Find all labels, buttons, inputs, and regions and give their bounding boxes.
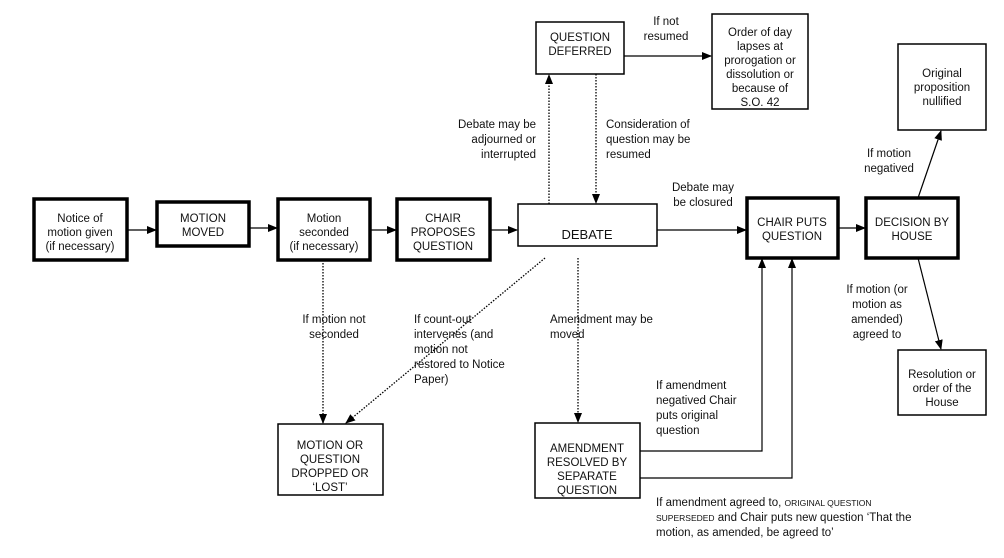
arrow-decision-to-resolution: [917, 257, 943, 350]
box-text: MOTION: [180, 213, 226, 225]
box-text: Motion: [307, 213, 342, 225]
box-text: QUESTION: [762, 231, 822, 243]
box-text: prorogation or: [724, 55, 796, 67]
box-chair-proposes: CHAIR PROPOSES QUESTION: [395, 197, 492, 262]
box-text: dissolution or: [726, 69, 794, 81]
box-motion-dropped: MOTION OR QUESTION DROPPED OR ‘LOST’: [277, 423, 384, 496]
box-text: order of the: [913, 383, 972, 395]
box-text: QUESTION: [550, 32, 610, 44]
box-text: SEPARATE: [557, 471, 617, 483]
box-question-deferred: QUESTION DEFERRED: [535, 21, 625, 75]
box-debate: DEBATE: [517, 203, 658, 247]
box-text: CHAIR PUTS: [757, 217, 827, 229]
box-text: RESOLVED BY: [547, 457, 628, 469]
box-text: MOVED: [182, 227, 224, 239]
box-text: DEFERRED: [548, 46, 611, 58]
box-motion-seconded: Motion seconded (if necessary): [276, 197, 372, 262]
arrow-debate-to-dropped: [345, 257, 546, 424]
box-decision-by-house: DECISION BY HOUSE: [864, 196, 960, 260]
box-text: DECISION BY: [875, 217, 949, 229]
box-text: AMENDMENT: [550, 443, 624, 455]
box-original-nullified: Original proposition nullified: [897, 43, 987, 131]
box-order-lapses: Order of day lapses at prorogation or disso…: [711, 13, 809, 110]
box-text: nullified: [923, 96, 962, 108]
connectors: [127, 52, 943, 479]
box-text: HOUSE: [892, 231, 933, 243]
arrow-decision-to-nullified: [917, 130, 942, 199]
box-text: (if necessary): [45, 241, 114, 253]
box-text: PROPOSES: [411, 227, 476, 239]
box-text: QUESTION: [300, 454, 360, 466]
box-text: seconded: [299, 227, 349, 239]
arrow-amendment-agreed-to-puts: [640, 258, 796, 479]
label-amendment-agreed: If amendment agreed to, ORIGINAL QUESTIO…: [656, 497, 915, 539]
box-text: DROPPED OR: [291, 468, 368, 480]
box-amendment-resolved: AMENDMENT RESOLVED BY SEPARATE QUESTION: [534, 422, 641, 499]
box-text: CHAIR: [425, 213, 461, 225]
box-text: (if necessary): [289, 241, 358, 253]
box-text: House: [925, 397, 958, 409]
arrow-amendment-negatived-to-puts: [640, 258, 766, 452]
box-chair-puts-question: CHAIR PUTS QUESTION: [745, 196, 840, 260]
box-text: QUESTION: [557, 485, 617, 497]
box-text: Resolution or: [908, 369, 976, 381]
box-notice: Notice of motion given (if necessary): [32, 197, 129, 262]
box-text: motion given: [47, 227, 112, 239]
box-text: Notice of: [57, 213, 103, 225]
box-text: QUESTION: [413, 241, 473, 253]
box-motion-moved: MOTION MOVED: [155, 200, 251, 248]
box-text: S.O. 42: [741, 97, 780, 109]
box-text: lapses at: [737, 41, 784, 53]
box-text: because of: [732, 83, 789, 95]
box-text: Order of day: [728, 27, 792, 39]
box-text: MOTION OR: [297, 440, 363, 452]
box-text: ‘LOST’: [312, 482, 347, 494]
svg-text:DEBATE: DEBATE: [561, 227, 612, 242]
box-text: DEBATE: [561, 227, 612, 242]
box-text: proposition: [914, 82, 970, 94]
box-text: Original: [922, 68, 962, 80]
